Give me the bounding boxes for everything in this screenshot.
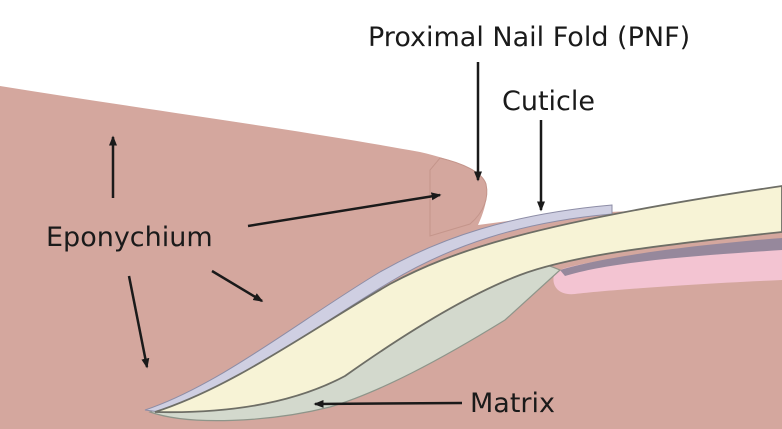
arrow-eponychium-diag xyxy=(211,269,264,303)
arrow-eponychium-right xyxy=(247,192,442,228)
label-cuticle: Cuticle xyxy=(502,86,595,117)
label-proximal-nail-fold: Proximal Nail Fold (PNF) xyxy=(368,22,690,53)
nail-plate xyxy=(154,185,782,414)
nail-bed-band xyxy=(560,238,782,276)
finger-tissue xyxy=(0,86,782,429)
label-eponychium: Eponychium xyxy=(46,222,213,253)
arrow-matrix xyxy=(313,399,463,408)
nail-bed xyxy=(553,242,782,295)
proximal-nail-fold xyxy=(429,157,488,237)
arrow-eponychium-down xyxy=(127,275,150,369)
label-matrix: Matrix xyxy=(470,388,555,419)
